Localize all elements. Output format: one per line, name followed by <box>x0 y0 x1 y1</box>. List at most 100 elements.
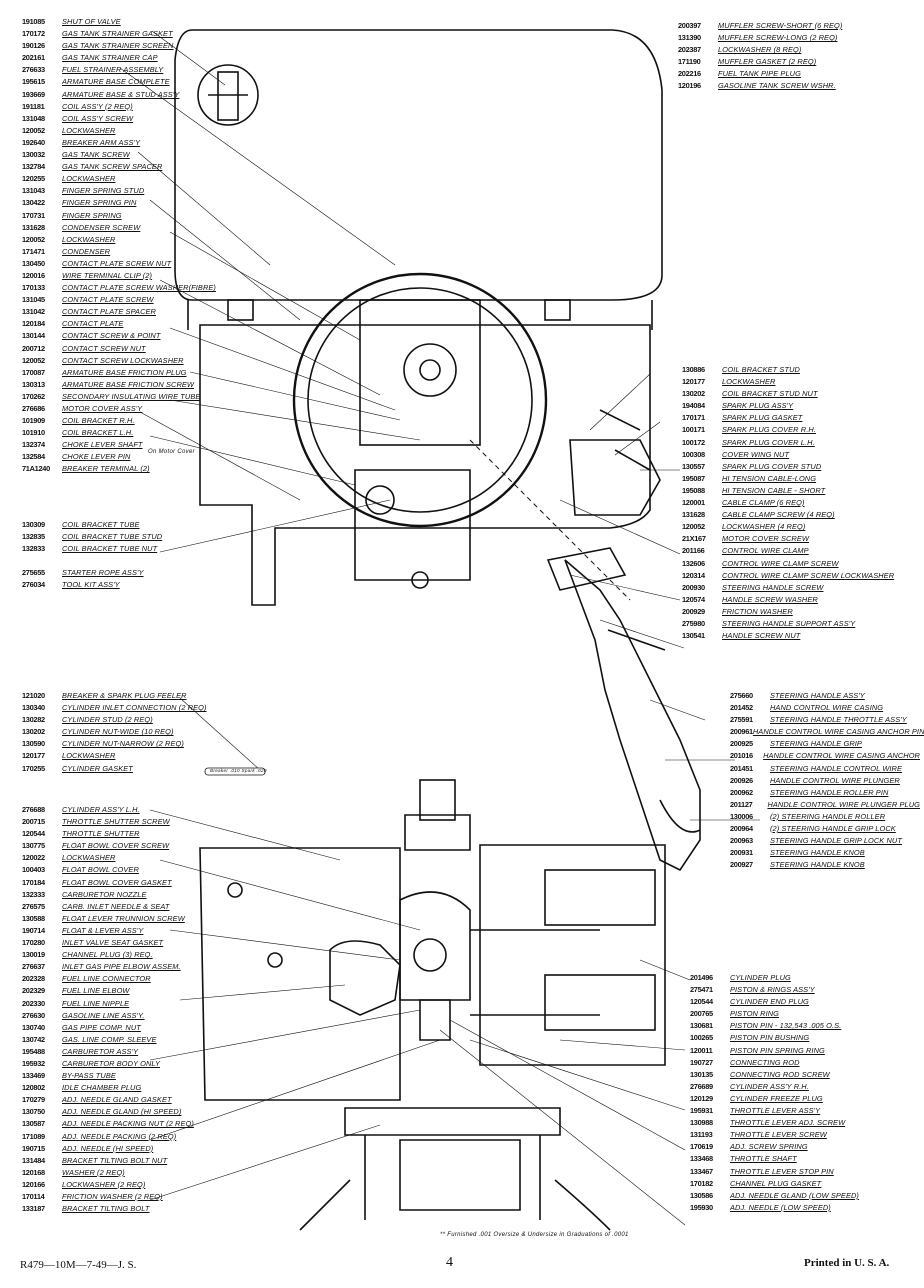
part-number: 202330 <box>22 998 45 1008</box>
part-number: 120001 <box>682 498 705 508</box>
part-number: 193669 <box>22 89 45 99</box>
part-label: Condenser Screw <box>62 222 141 232</box>
parts-list-mid-right: 130886Coil Bracket Stud120177Lockwasher1… <box>682 364 918 642</box>
part-row <box>22 555 222 567</box>
part-row: 130750Adj. Needle Gland (Hi Speed) <box>22 1106 222 1118</box>
part-number: 130590 <box>22 739 45 749</box>
part-row: 190126Gas Tank Strainer Screen <box>22 40 222 52</box>
part-label: Throttle Shutter <box>62 829 140 839</box>
part-row: 275591Steering Handle Throttle Ass'y <box>730 714 920 726</box>
part-label: ADJ. SCREW SPRING <box>730 1142 808 1152</box>
part-label: Coil Bracket Tube <box>62 520 140 529</box>
part-row: 276575Carb. Inlet Needle & Seat <box>22 901 222 913</box>
part-number: 120052 <box>682 522 705 532</box>
part-row: 131045Contact Plate Screw <box>22 294 222 306</box>
part-label: FUEL STRAINER ASSEMBLY <box>62 65 164 75</box>
part-label: Armature Base & Stud Ass'y <box>62 89 180 99</box>
part-row: 133469By-Pass Tube <box>22 1070 222 1082</box>
part-row: 130202Coil Bracket Stud Nut <box>682 388 918 400</box>
part-number: 170184 <box>22 877 45 887</box>
part-row: 100308Cover Wing Nut <box>682 449 918 461</box>
part-number: 131043 <box>22 186 45 196</box>
part-label: Wire Terminal Clip (2) <box>62 270 153 280</box>
part-number: 200712 <box>22 343 45 353</box>
part-row: 201166Control Wire Clamp <box>682 545 918 557</box>
part-row: 275980Steering Handle Support Ass'y <box>682 618 918 630</box>
part-number: 200397 <box>678 21 701 30</box>
part-label: ADJ. NEEDLE (LOW SPEED) <box>730 1202 831 1212</box>
part-row: 194084Spark Plug Ass'y <box>682 400 918 412</box>
part-label: Cylinder Nut-Wide (10 Req) <box>62 727 174 737</box>
part-row: 130450Contact Plate Screw Nut <box>22 258 222 270</box>
part-number: 131390 <box>678 33 701 43</box>
part-row: 131628Cable Clamp Screw (4 Req) <box>682 509 918 521</box>
part-label: FUEL LINE ELBOW <box>62 986 130 996</box>
part-label: Spark Plug Ass'y <box>722 401 794 411</box>
part-label: Coil Ass'y Screw <box>62 113 134 123</box>
part-number: 201127 <box>730 799 753 809</box>
part-row: 100172Spark Plug Cover L.H. <box>682 437 918 449</box>
part-number: 171190 <box>678 57 701 67</box>
part-number: 130886 <box>682 365 705 374</box>
part-row: 200929 Friction Washer <box>682 606 918 618</box>
part-label: Contact Plate Screw Washer(Fibre) <box>62 283 216 293</box>
part-row: 191181Coil Ass'y (2 Req) <box>22 101 222 113</box>
part-label: ADJ. NEEDLE GLAND (LOW SPEED) <box>730 1190 859 1200</box>
part-row: 100171Spark Plug Cover R.H. <box>682 424 918 436</box>
part-number: 202328 <box>22 974 45 984</box>
part-number: 71A1240 <box>22 464 50 474</box>
part-number: 201016 <box>730 751 753 761</box>
part-number: 170731 <box>22 210 45 220</box>
part-label: Contact Plate <box>62 319 124 329</box>
part-number: 132833 <box>22 544 45 554</box>
part-number: 131193 <box>690 1130 713 1140</box>
part-number: 170133 <box>22 283 45 293</box>
part-number: 120129 <box>690 1093 713 1103</box>
part-label: FUEL LINE NIPPLE <box>62 998 130 1008</box>
part-row: 120177Lockwasher <box>682 376 918 388</box>
part-number: 120022 <box>22 853 45 863</box>
part-row: 120168Washer (2 Req) <box>22 1167 222 1179</box>
part-label: Muffler Screw-Long (2 Req) <box>718 33 838 43</box>
part-number: 100308 <box>682 449 705 459</box>
part-label: Control Wire Clamp Screw <box>722 558 839 568</box>
part-row: 120544Cylinder End Plug <box>690 996 920 1008</box>
part-number: 120011 <box>690 1045 713 1055</box>
part-label: Hi Tension Cable-Long <box>722 473 817 483</box>
part-row: 130032Gas Tank Screw <box>22 149 222 161</box>
part-number: 200929 <box>682 606 705 616</box>
part-label: Condenser <box>62 246 111 256</box>
part-label: Idle Chamber Plug <box>62 1083 142 1093</box>
part-row: 133187Bracket Tilting Bolt <box>22 1203 222 1215</box>
part-label: Friction Washer <box>722 606 793 616</box>
part-label: Lockwasher <box>62 853 116 863</box>
part-number: 131042 <box>22 307 45 317</box>
part-label: Handle Screw Nut <box>722 631 801 641</box>
part-row: 101909Coil Bracket R.H. <box>22 415 222 427</box>
part-row: 132835Coil Bracket Tube Stud <box>22 531 222 543</box>
part-number: 192640 <box>22 137 45 147</box>
part-number: 202329 <box>22 986 45 996</box>
part-number: 120544 <box>22 829 45 839</box>
part-row: 131390 Muffler Screw-Long (2 Req) <box>678 32 918 44</box>
part-label: Coil Bracket Tube Stud <box>62 532 163 542</box>
part-row: 276686Motor Cover Ass'y <box>22 403 222 415</box>
part-label: THROTTLE LEVER SCREW <box>730 1130 827 1140</box>
part-label: Connecting Rod <box>730 1057 800 1067</box>
part-number: 195930 <box>690 1202 713 1212</box>
part-row: 202161Gas Tank Strainer Cap <box>22 52 222 64</box>
part-row: 200963Steering Handle Grip Lock Nut <box>730 835 920 847</box>
part-number: 170172 <box>22 29 45 39</box>
part-number: 130988 <box>690 1118 713 1128</box>
part-row: 171471Condenser <box>22 246 222 258</box>
part-row: 120314Control Wire Clamp Screw Lockwashe… <box>682 570 918 582</box>
part-number: 275655 <box>22 568 45 578</box>
part-number: 131048 <box>22 113 45 123</box>
part-row: 201127Handle Control Wire Plunger Plug <box>730 799 920 811</box>
part-label: Float Bowl Cover Gasket <box>62 877 172 887</box>
part-row: 130135Connecting Rod Screw <box>690 1069 920 1081</box>
part-label: (2) Steering Handle Grip Lock <box>770 824 896 834</box>
